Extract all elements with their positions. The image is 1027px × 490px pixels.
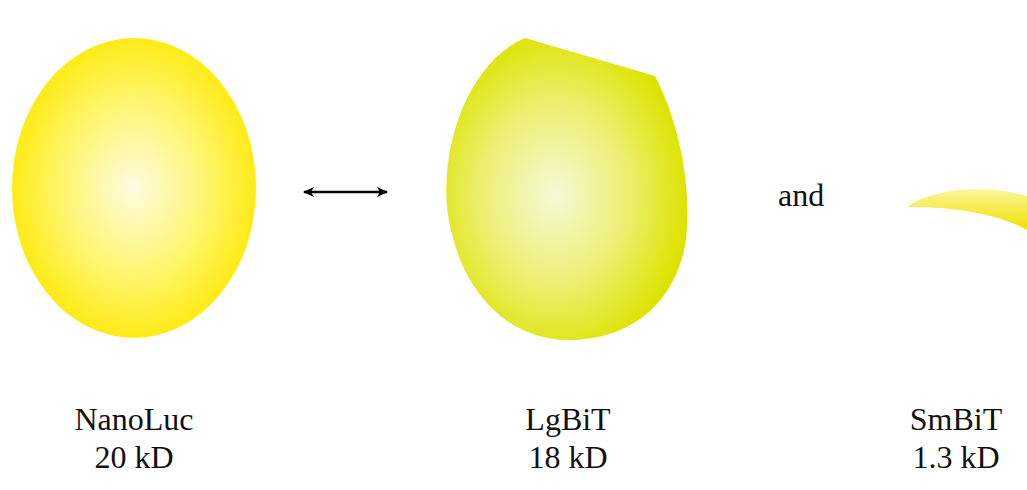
- equilibrium-arrow: [304, 191, 387, 194]
- molecular-weight: 18 kD: [439, 438, 697, 476]
- protein-node: LgBiT18 kD: [443, 36, 693, 342]
- molecular-weight: 20 kD: [6, 438, 262, 476]
- protein-name: LgBiT: [439, 400, 697, 438]
- node-caption: NanoLuc20 kD: [6, 400, 262, 476]
- protein-node: NanoLuc20 kD: [10, 36, 258, 342]
- protein-name: NanoLuc: [6, 400, 262, 438]
- protein-name: SmBiT: [891, 400, 1021, 438]
- protein-node: SmBiT1.3 kD: [905, 180, 1027, 240]
- conjunction-label: and: [778, 176, 824, 214]
- node-caption: SmBiT1.3 kD: [891, 400, 1021, 476]
- node-caption: LgBiT18 kD: [439, 400, 697, 476]
- lgbit-shape: [443, 36, 693, 342]
- nanoluc-shape: [10, 36, 258, 342]
- smbit-shape: [905, 180, 1027, 240]
- molecular-weight: 1.3 kD: [891, 438, 1021, 476]
